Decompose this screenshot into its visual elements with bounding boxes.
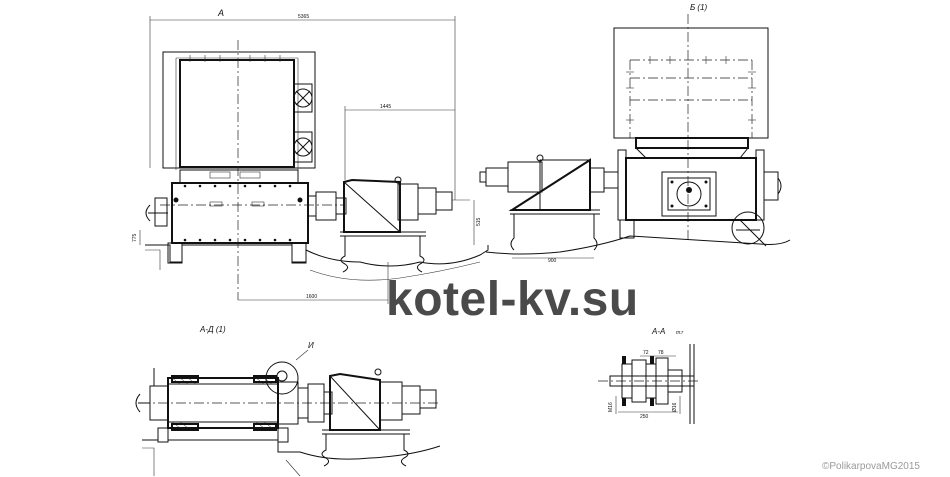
view-a-label: А <box>217 8 224 18</box>
dim-flange-c: 250 <box>640 414 649 420</box>
dim-flange-b: 78 <box>658 350 664 356</box>
detail-scale: m:r <box>676 330 684 336</box>
dim-overall-width: 5365 <box>298 14 309 20</box>
copyright-text: ©PolikarpovaMG2015 <box>822 461 920 472</box>
dim-base-width: 900 <box>548 258 557 264</box>
dim-flange-e: Ø16 <box>672 402 678 412</box>
dim-flange-a: 72 <box>643 350 649 356</box>
callout-i-label: И <box>308 341 314 350</box>
dim-height-left: 775 <box>132 233 138 242</box>
dim-flange-d: M16 <box>608 402 614 412</box>
inspection-hatch-upper <box>293 83 313 113</box>
inspection-hatch-lower <box>293 131 313 163</box>
dim-feeder-length: 1445 <box>380 104 391 110</box>
view-section-ad: А-Д (1) И <box>135 325 441 477</box>
detail-label: А-А <box>651 327 665 336</box>
view-b: Б (1) <box>479 3 791 264</box>
view-section-label: А-Д (1) <box>199 325 226 334</box>
watermark-text: kotel-kv.su <box>386 273 639 326</box>
view-b-label: Б (1) <box>690 3 708 12</box>
view-detail-aa: А-А m:r 72 78 250 M16 Ø16 <box>598 327 700 424</box>
dim-base-gap: 1600 <box>306 294 317 300</box>
view-a: А 5365 <box>132 8 489 304</box>
dim-height-mid: 515 <box>476 217 482 226</box>
